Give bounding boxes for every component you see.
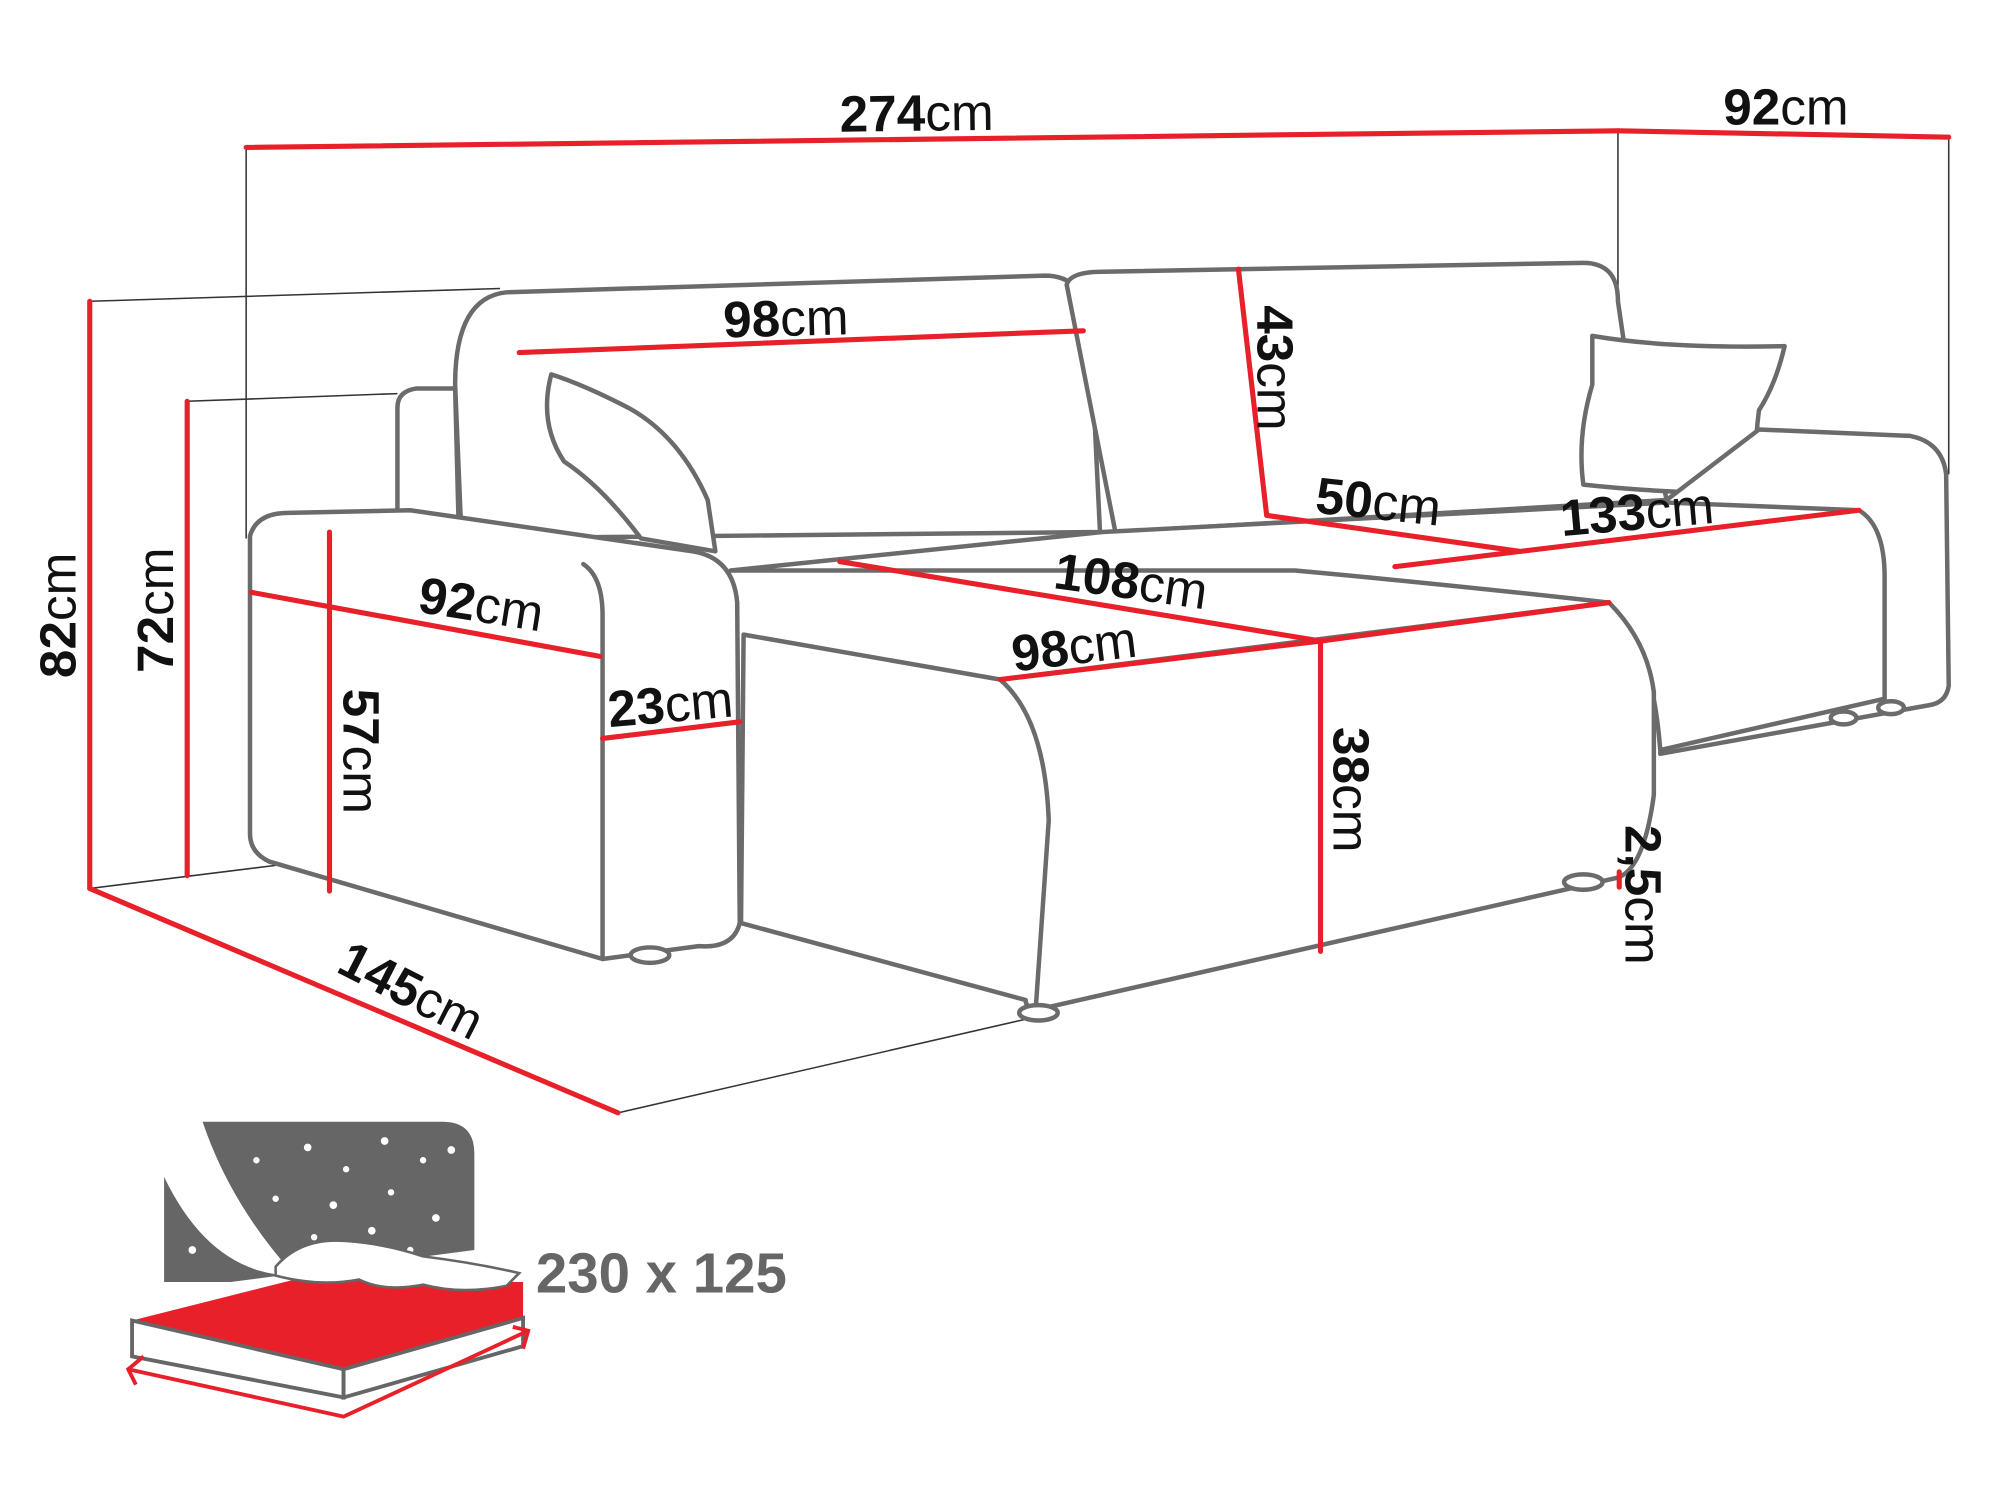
sleeping-area-size: 230 x 125 bbox=[536, 1241, 787, 1304]
cushion-left bbox=[544, 372, 718, 554]
label-back-length: 98cm bbox=[722, 288, 849, 348]
label-back-height: 43cm bbox=[1247, 305, 1304, 430]
left-armrest bbox=[247, 508, 742, 962]
label-armrest-length: 92cm bbox=[415, 566, 548, 642]
label-total-depth: 145cm bbox=[330, 930, 493, 1051]
label-chaise-seat-depth: 50cm bbox=[1313, 467, 1444, 537]
label-total-height: 82cm bbox=[30, 553, 87, 678]
extension-lines bbox=[89, 130, 1950, 1114]
seat-front-curve bbox=[997, 677, 1051, 1009]
sofa-drawing bbox=[247, 260, 1951, 1023]
sofa-left-rear-arm bbox=[395, 386, 462, 541]
label-seat-depth: 108cm bbox=[1051, 542, 1211, 620]
label-armrest-height: 57cm bbox=[333, 689, 390, 814]
label-chaise-length: 133cm bbox=[1558, 477, 1716, 547]
label-chaise-width: 92cm bbox=[1723, 78, 1848, 135]
armrest-edge bbox=[581, 561, 605, 962]
label-armrest-width: 23cm bbox=[605, 670, 735, 738]
dimension-labels: 274cm 92cm 98cm 43cm 50cm 133cm 108cm 98… bbox=[30, 78, 1849, 1050]
chaise-seat-front bbox=[738, 600, 1657, 1011]
bed-icon bbox=[125, 1121, 531, 1419]
label-total-width: 274cm bbox=[839, 84, 994, 143]
dimension-lines bbox=[87, 128, 1952, 1116]
label-back-height-total: 72cm bbox=[127, 548, 184, 673]
label-leg-height: 2,5cm bbox=[1615, 825, 1672, 965]
sofa-back-right bbox=[1064, 260, 1669, 535]
label-seat-height: 38cm bbox=[1322, 727, 1379, 852]
label-seat-width: 98cm bbox=[1008, 611, 1139, 683]
